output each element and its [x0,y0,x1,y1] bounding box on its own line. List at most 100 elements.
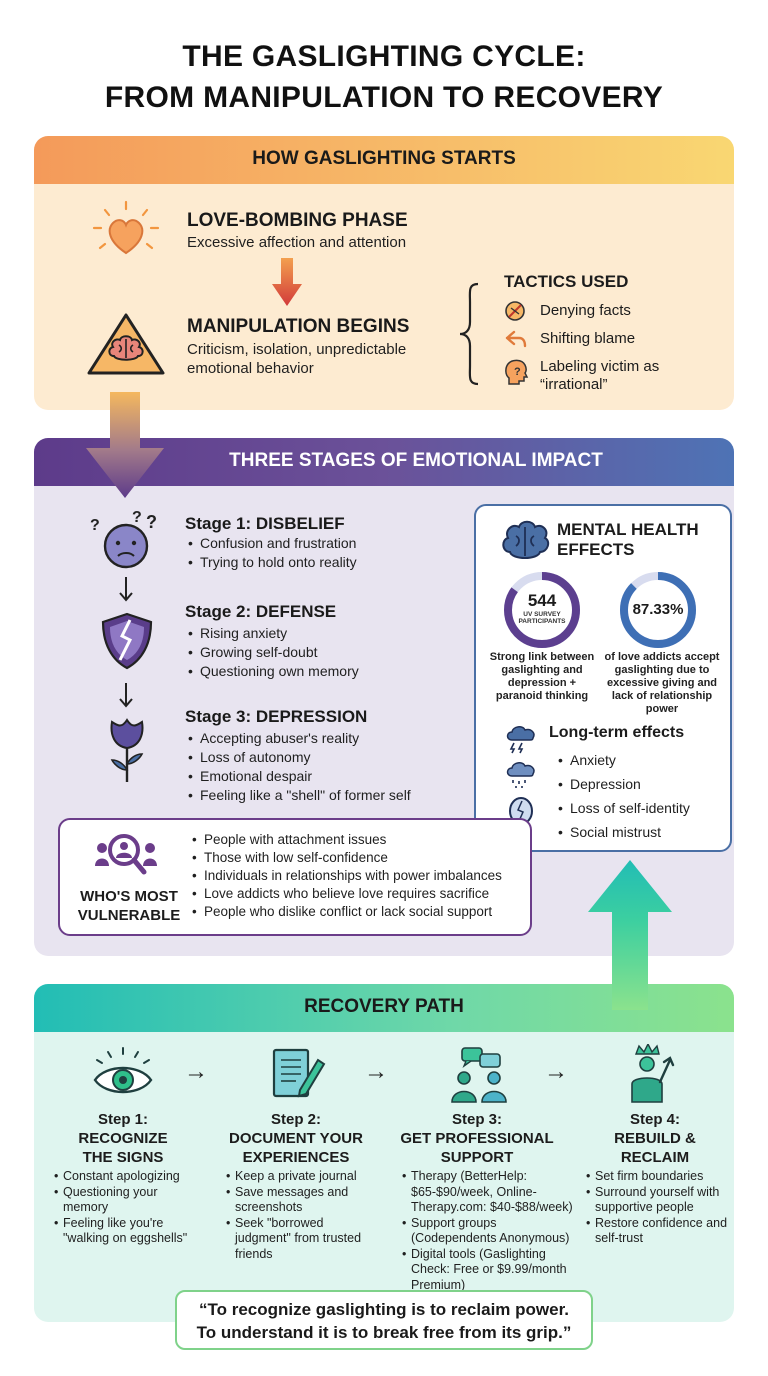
list-item: Depression [556,772,690,796]
stage-arrow-1 [119,577,133,602]
tactic-3-line2: “irrational” [540,376,608,393]
brace-icon [459,282,479,386]
list-item: Loss of self-identity [556,796,690,820]
step-2-list: Keep a private journal Save messages and… [224,1169,374,1262]
down-arrow-icon [272,258,302,306]
step-arrow-1: → [184,1058,208,1085]
starts-header: HOW GASLIGHTING STARTS [34,136,734,184]
caption-line: lack of relationship [611,690,713,702]
heart-icon [92,200,160,255]
impact-header: THREE STAGES OF EMOTIONAL IMPACT [34,438,734,486]
stage-2-list: Rising anxiety Growing self-doubt Questi… [186,624,359,681]
head-question-icon: ? [505,359,529,385]
mental-heading-1: MENTAL HEALTH [557,520,699,539]
big-up-arrow [588,860,672,1010]
svg-text:?: ? [132,509,142,526]
phase1-title: LOVE-BOMBING PHASE [187,210,408,231]
caption-line: paranoid thinking [495,690,589,702]
step-1-title: Step 1: RECOGNIZE THE SIGNS [48,1110,198,1167]
list-item: Love addicts who believe love requires s… [190,885,502,903]
list-item: Save messages and screenshots [224,1185,374,1216]
step-arrow-2: → [364,1058,388,1085]
storm-cloud-icon [506,726,535,754]
stat-1-label: UV SURVEY PARTICIPANTS [518,611,566,625]
step-title-line: Step 2: [270,1111,321,1128]
vulnerable-heading: WHO'S MOST VULNERABLE [70,887,188,925]
tactics-heading: TACTICS USED [504,272,629,291]
list-item: Seek "borrowed judgment" from trusted fr… [224,1216,374,1263]
list-item: Rising anxiety [186,624,359,643]
stage-2-title: Stage 2: DEFENSE [185,602,337,621]
phase2-desc-line2: emotional behavior [187,360,314,377]
return-arrow-icon [505,330,527,348]
step-4-list: Set firm boundaries Surround yourself wi… [584,1169,730,1247]
list-item: Trying to hold onto reality [186,553,357,572]
caption-line: Strong link between [489,651,595,663]
step-title-line: Step 4: [629,1111,680,1128]
list-item: Questioning your memory [52,1185,202,1216]
denied-icon [505,301,525,321]
list-item: Confusion and frustration [186,534,357,553]
stage-3-title: Stage 3: DEPRESSION [185,707,368,726]
quote-line-2: To understand it is to break free from i… [196,1323,572,1342]
list-item: Therapy (BetterHelp: $65-$90/week, Onlin… [400,1169,576,1216]
step-title-line: Step 1: [97,1111,148,1128]
stat-2-value: 87.33% [632,601,684,618]
step-3-title: Step 3: GET PROFESSIONAL SUPPORT [392,1110,562,1167]
step-2-title: Step 2: DOCUMENT YOUR EXPERIENCES [216,1110,376,1167]
tactic-2: Shifting blame [540,330,636,347]
step-title-line: SUPPORT [440,1149,514,1166]
caption-line: gaslighting and [501,664,583,676]
longterm-heading: Long-term effects [549,724,685,741]
mental-heading-2: EFFECTS [557,540,635,559]
journal-icon [272,1048,326,1098]
title-line-2: FROM MANIPULATION TO RECOVERY [104,81,664,114]
vulnerable-list: People with attachment issues Those with… [190,831,502,921]
step-title-line: Step 3: [451,1111,502,1128]
list-item: Constant apologizing [52,1169,202,1185]
rain-cloud-icon [506,762,535,788]
stat-1-value: 544 [527,591,557,610]
crowned-person-icon [631,1044,675,1103]
list-item: Surround yourself with supportive people [584,1185,730,1216]
caption-line: depression + [507,677,577,689]
title-line-1: THE GASLIGHTING CYCLE: [182,40,586,73]
wilted-flower-icon [110,718,144,782]
step-1-list: Constant apologizing Questioning your me… [52,1169,202,1247]
step-title-line: RECOGNIZE [78,1130,168,1147]
step-title-line: REBUILD & [614,1130,696,1147]
list-item: Those with low self-confidence [190,849,502,867]
people-chat-icon [451,1047,507,1103]
list-item: Feeling like you're "walking on eggshell… [52,1216,202,1247]
list-item: People with attachment issues [190,831,502,849]
phase2-desc-line1: Criticism, isolation, unpredictable [187,341,407,358]
step-3-list: Therapy (BetterHelp: $65-$90/week, Onlin… [400,1169,576,1293]
tactic-3-line1: Labeling victim as [540,358,660,375]
list-item: Social mistrust [556,820,690,844]
stat-1-caption: Strong link between gaslighting and depr… [484,651,600,703]
big-down-arrow [86,392,164,498]
caption-line: excessive giving and [606,677,718,689]
caption-line: gaslighting due to [614,664,710,676]
magnifier-people-icon [95,834,157,875]
brain-icon [502,520,550,559]
list-item: Set firm boundaries [584,1169,730,1185]
impact-heading: THREE STAGES OF EMOTIONAL IMPACT [229,450,603,471]
caption-line: power [645,703,679,715]
recovery-heading: RECOVERY PATH [304,996,464,1017]
step-title-line: THE SIGNS [82,1149,164,1166]
list-item: Individuals in relationships with power … [190,867,502,885]
list-item: Keep a private journal [224,1169,374,1185]
list-item: Accepting abuser's reality [186,729,411,748]
brain-warning-icon [87,313,165,375]
list-item: Restore confidence and self-trust [584,1216,730,1247]
step-title-line: DOCUMENT YOUR [229,1130,363,1147]
tactic-1: Denying facts [540,302,631,319]
list-item: Feeling like a "shell" of former self [186,786,411,805]
step-arrow-3: → [544,1058,568,1085]
phase2-desc: Criticism, isolation, unpredictable emot… [187,340,406,378]
step-title-line: RECLAIM [620,1149,690,1166]
list-item: Questioning own memory [186,662,359,681]
confused-face-icon: ? ? ? [90,509,157,569]
svg-text:?: ? [514,366,521,378]
